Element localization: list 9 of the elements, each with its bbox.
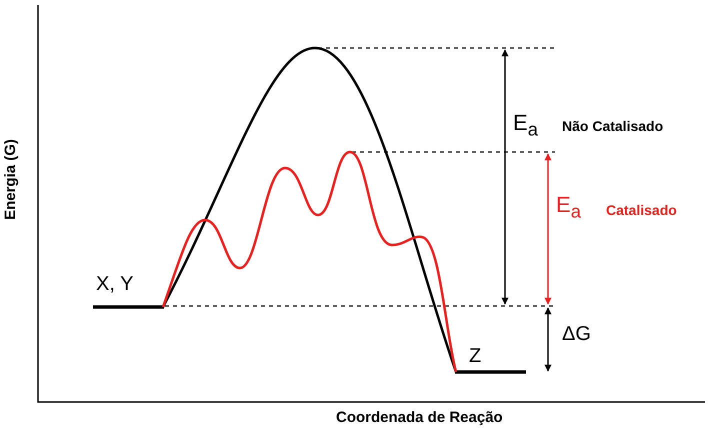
curve-label: Catalisado	[606, 203, 677, 217]
curve-label: Não Catalisado	[562, 119, 664, 133]
energy-label: E$_{a}$	[556, 194, 581, 221]
axis-title: Coordenada de Reação	[336, 410, 503, 425]
energy-label: ΔG	[562, 324, 591, 344]
reactant-label: X, Y	[96, 274, 134, 294]
product-label: Z	[469, 346, 482, 366]
energy-label: E$_{a}$	[513, 112, 538, 139]
axis-title: Energia (G)	[2, 139, 18, 220]
